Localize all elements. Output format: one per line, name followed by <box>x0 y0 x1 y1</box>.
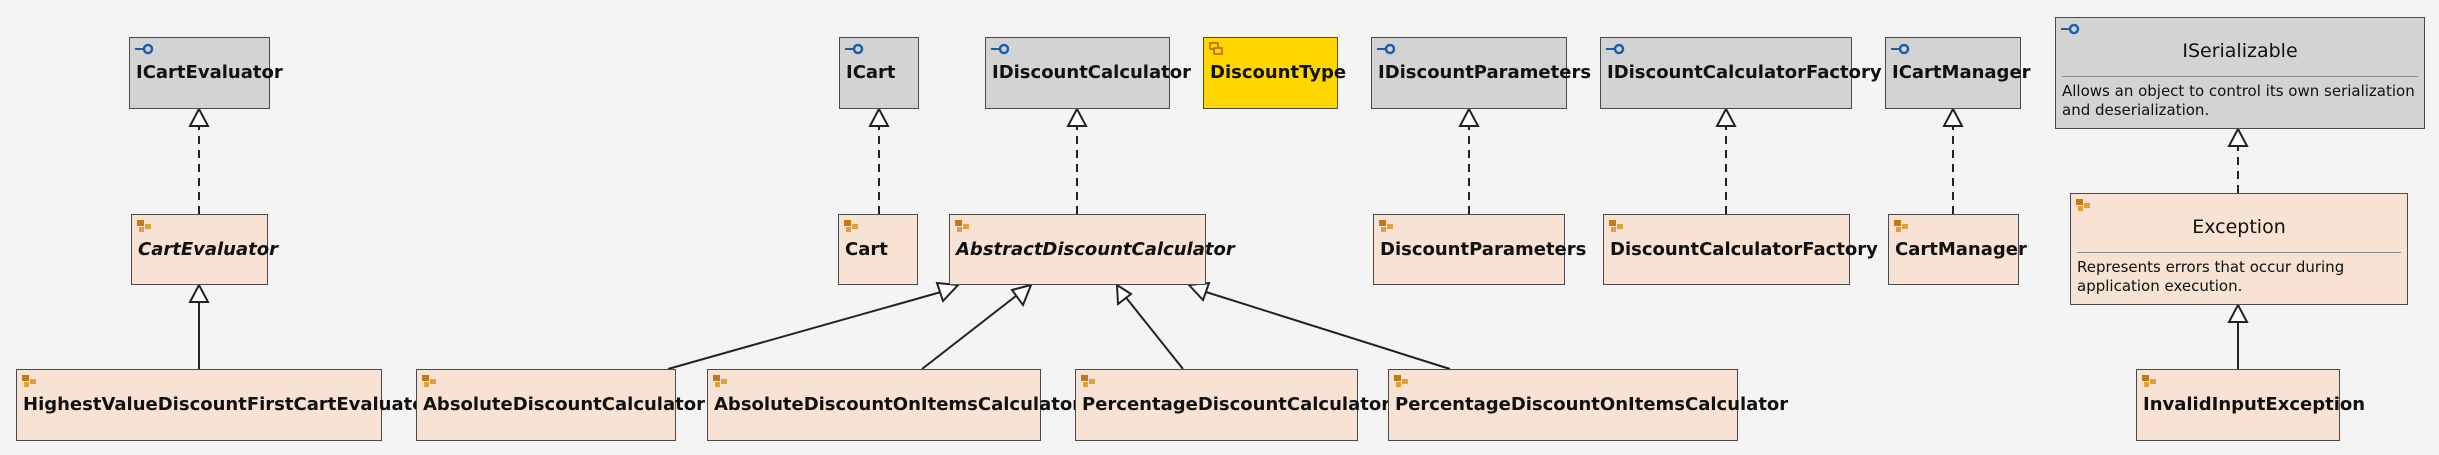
edge-absolute-extends-abstract <box>667 291 942 370</box>
node-cart[interactable]: Cart <box>838 214 918 285</box>
class-icon <box>1894 220 1908 232</box>
edge-absolute-on-items-extends-abstract <box>921 291 1022 370</box>
node-label: AbsoluteDiscountCalculator <box>423 394 705 415</box>
arrowhead-icart-manager <box>1942 106 1964 127</box>
interface-icon <box>2061 23 2080 35</box>
node-label: Exception <box>2192 216 2286 238</box>
node-label: InvalidInputException <box>2143 394 2366 415</box>
node-label: ICartEvaluator <box>136 62 283 83</box>
node-label: AbsoluteDiscountOnItemsCalculator <box>714 394 1082 415</box>
node-discount-type[interactable]: DiscountType <box>1203 37 1347 109</box>
node-invalid-input-exception[interactable]: InvalidInputException <box>2136 369 2366 441</box>
node-label: DiscountParameters <box>1380 239 1587 260</box>
node-highest-value-discount-first-cart-evaluator[interactable]: HighestValueDiscountFirstCartEvaluator <box>16 369 434 441</box>
class-icon <box>2076 199 2090 211</box>
class-icon <box>1394 375 1408 387</box>
interface-icon <box>1891 43 1910 55</box>
interface-icon <box>845 43 864 55</box>
edge-percentage-on-items-extends-abstract <box>1205 291 1451 370</box>
enum-icon <box>1209 42 1223 55</box>
node-discount-calculator-factory[interactable]: DiscountCalculatorFactory <box>1603 214 1878 285</box>
node-absolute-discount-calculator[interactable]: AbsoluteDiscountCalculator <box>416 369 705 441</box>
class-icon <box>955 220 969 232</box>
node-label: IDiscountCalculatorFactory <box>1607 62 1882 83</box>
node-label: Cart <box>845 239 888 260</box>
class-icon <box>137 220 151 232</box>
interface-icon <box>1377 43 1396 55</box>
class-icon <box>844 220 858 232</box>
node-description: Allows an object to control its own seri… <box>2062 82 2415 119</box>
arrowhead-icart-evaluator <box>188 106 210 127</box>
edge-percentage-extends-abstract <box>1123 294 1184 370</box>
arrowhead-abstract-from-absolute-on-items <box>1010 283 1033 308</box>
node-idiscount-calculator[interactable]: IDiscountCalculator <box>985 37 1191 109</box>
node-label: ICartManager <box>1892 62 2031 83</box>
class-icon <box>2142 375 2156 387</box>
class-icon <box>22 375 36 387</box>
class-icon <box>422 375 436 387</box>
node-description: Represents errors that occur during appl… <box>2077 258 2345 295</box>
arrowhead-abstract-from-percentage-on-items <box>1186 281 1211 302</box>
node-abstract-discount-calculator[interactable]: AbstractDiscountCalculator <box>949 214 1235 285</box>
node-separator <box>2062 76 2418 77</box>
node-label: PercentageDiscountOnItemsCalculator <box>1395 394 1789 415</box>
node-exception[interactable]: Exception Represents errors that occur d… <box>2070 193 2408 305</box>
node-label: HighestValueDiscountFirstCartEvaluator <box>23 394 434 415</box>
node-label: PercentageDiscountCalculator <box>1082 394 1391 415</box>
node-cart-evaluator[interactable]: CartEvaluator <box>131 214 278 285</box>
class-icon <box>1081 375 1095 387</box>
node-percentage-discount-on-items-calculator[interactable]: PercentageDiscountOnItemsCalculator <box>1388 369 1789 441</box>
node-label: CartEvaluator <box>138 239 278 260</box>
node-label: IDiscountParameters <box>1378 62 1592 83</box>
class-icon <box>1609 220 1623 232</box>
node-label: IDiscountCalculator <box>992 62 1191 83</box>
node-discount-parameters[interactable]: DiscountParameters <box>1373 214 1587 285</box>
node-cart-manager[interactable]: CartManager <box>1888 214 2027 285</box>
node-percentage-discount-calculator[interactable]: PercentageDiscountCalculator <box>1075 369 1391 441</box>
arrowhead-idiscount-calculator-factory <box>1715 106 1737 127</box>
interface-icon <box>135 43 154 55</box>
node-label: DiscountCalculatorFactory <box>1610 239 1878 260</box>
node-separator <box>2077 252 2401 253</box>
arrowhead-icart <box>868 106 890 127</box>
arrowhead-iserializable <box>2227 126 2249 147</box>
class-icon <box>713 375 727 387</box>
node-label: CartManager <box>1895 239 2027 260</box>
node-icart-evaluator[interactable]: ICartEvaluator <box>129 37 283 109</box>
interface-icon <box>991 43 1010 55</box>
node-label: AbstractDiscountCalculator <box>956 239 1235 260</box>
node-idiscount-parameters[interactable]: IDiscountParameters <box>1371 37 1592 109</box>
arrowhead-idiscount-parameters <box>1458 106 1480 127</box>
node-iserializable[interactable]: ISerializable Allows an object to contro… <box>2055 17 2425 129</box>
arrowhead-abstract-from-absolute <box>935 281 961 303</box>
class-icon <box>1379 220 1393 232</box>
node-absolute-discount-on-items-calculator[interactable]: AbsoluteDiscountOnItemsCalculator <box>707 369 1082 441</box>
node-label: DiscountType <box>1210 62 1347 83</box>
node-icart-manager[interactable]: ICartManager <box>1885 37 2031 109</box>
node-label: ISerializable <box>2182 40 2298 62</box>
arrowhead-exception <box>2227 302 2249 323</box>
arrowhead-abstract-from-percentage <box>1115 283 1133 306</box>
node-icart[interactable]: ICart <box>839 37 919 109</box>
interface-icon <box>1606 43 1625 55</box>
arrowhead-cart-evaluator <box>188 282 210 303</box>
node-idiscount-calculator-factory[interactable]: IDiscountCalculatorFactory <box>1600 37 1882 109</box>
node-label: ICart <box>846 62 896 83</box>
arrowhead-idiscount-calculator <box>1066 106 1088 127</box>
